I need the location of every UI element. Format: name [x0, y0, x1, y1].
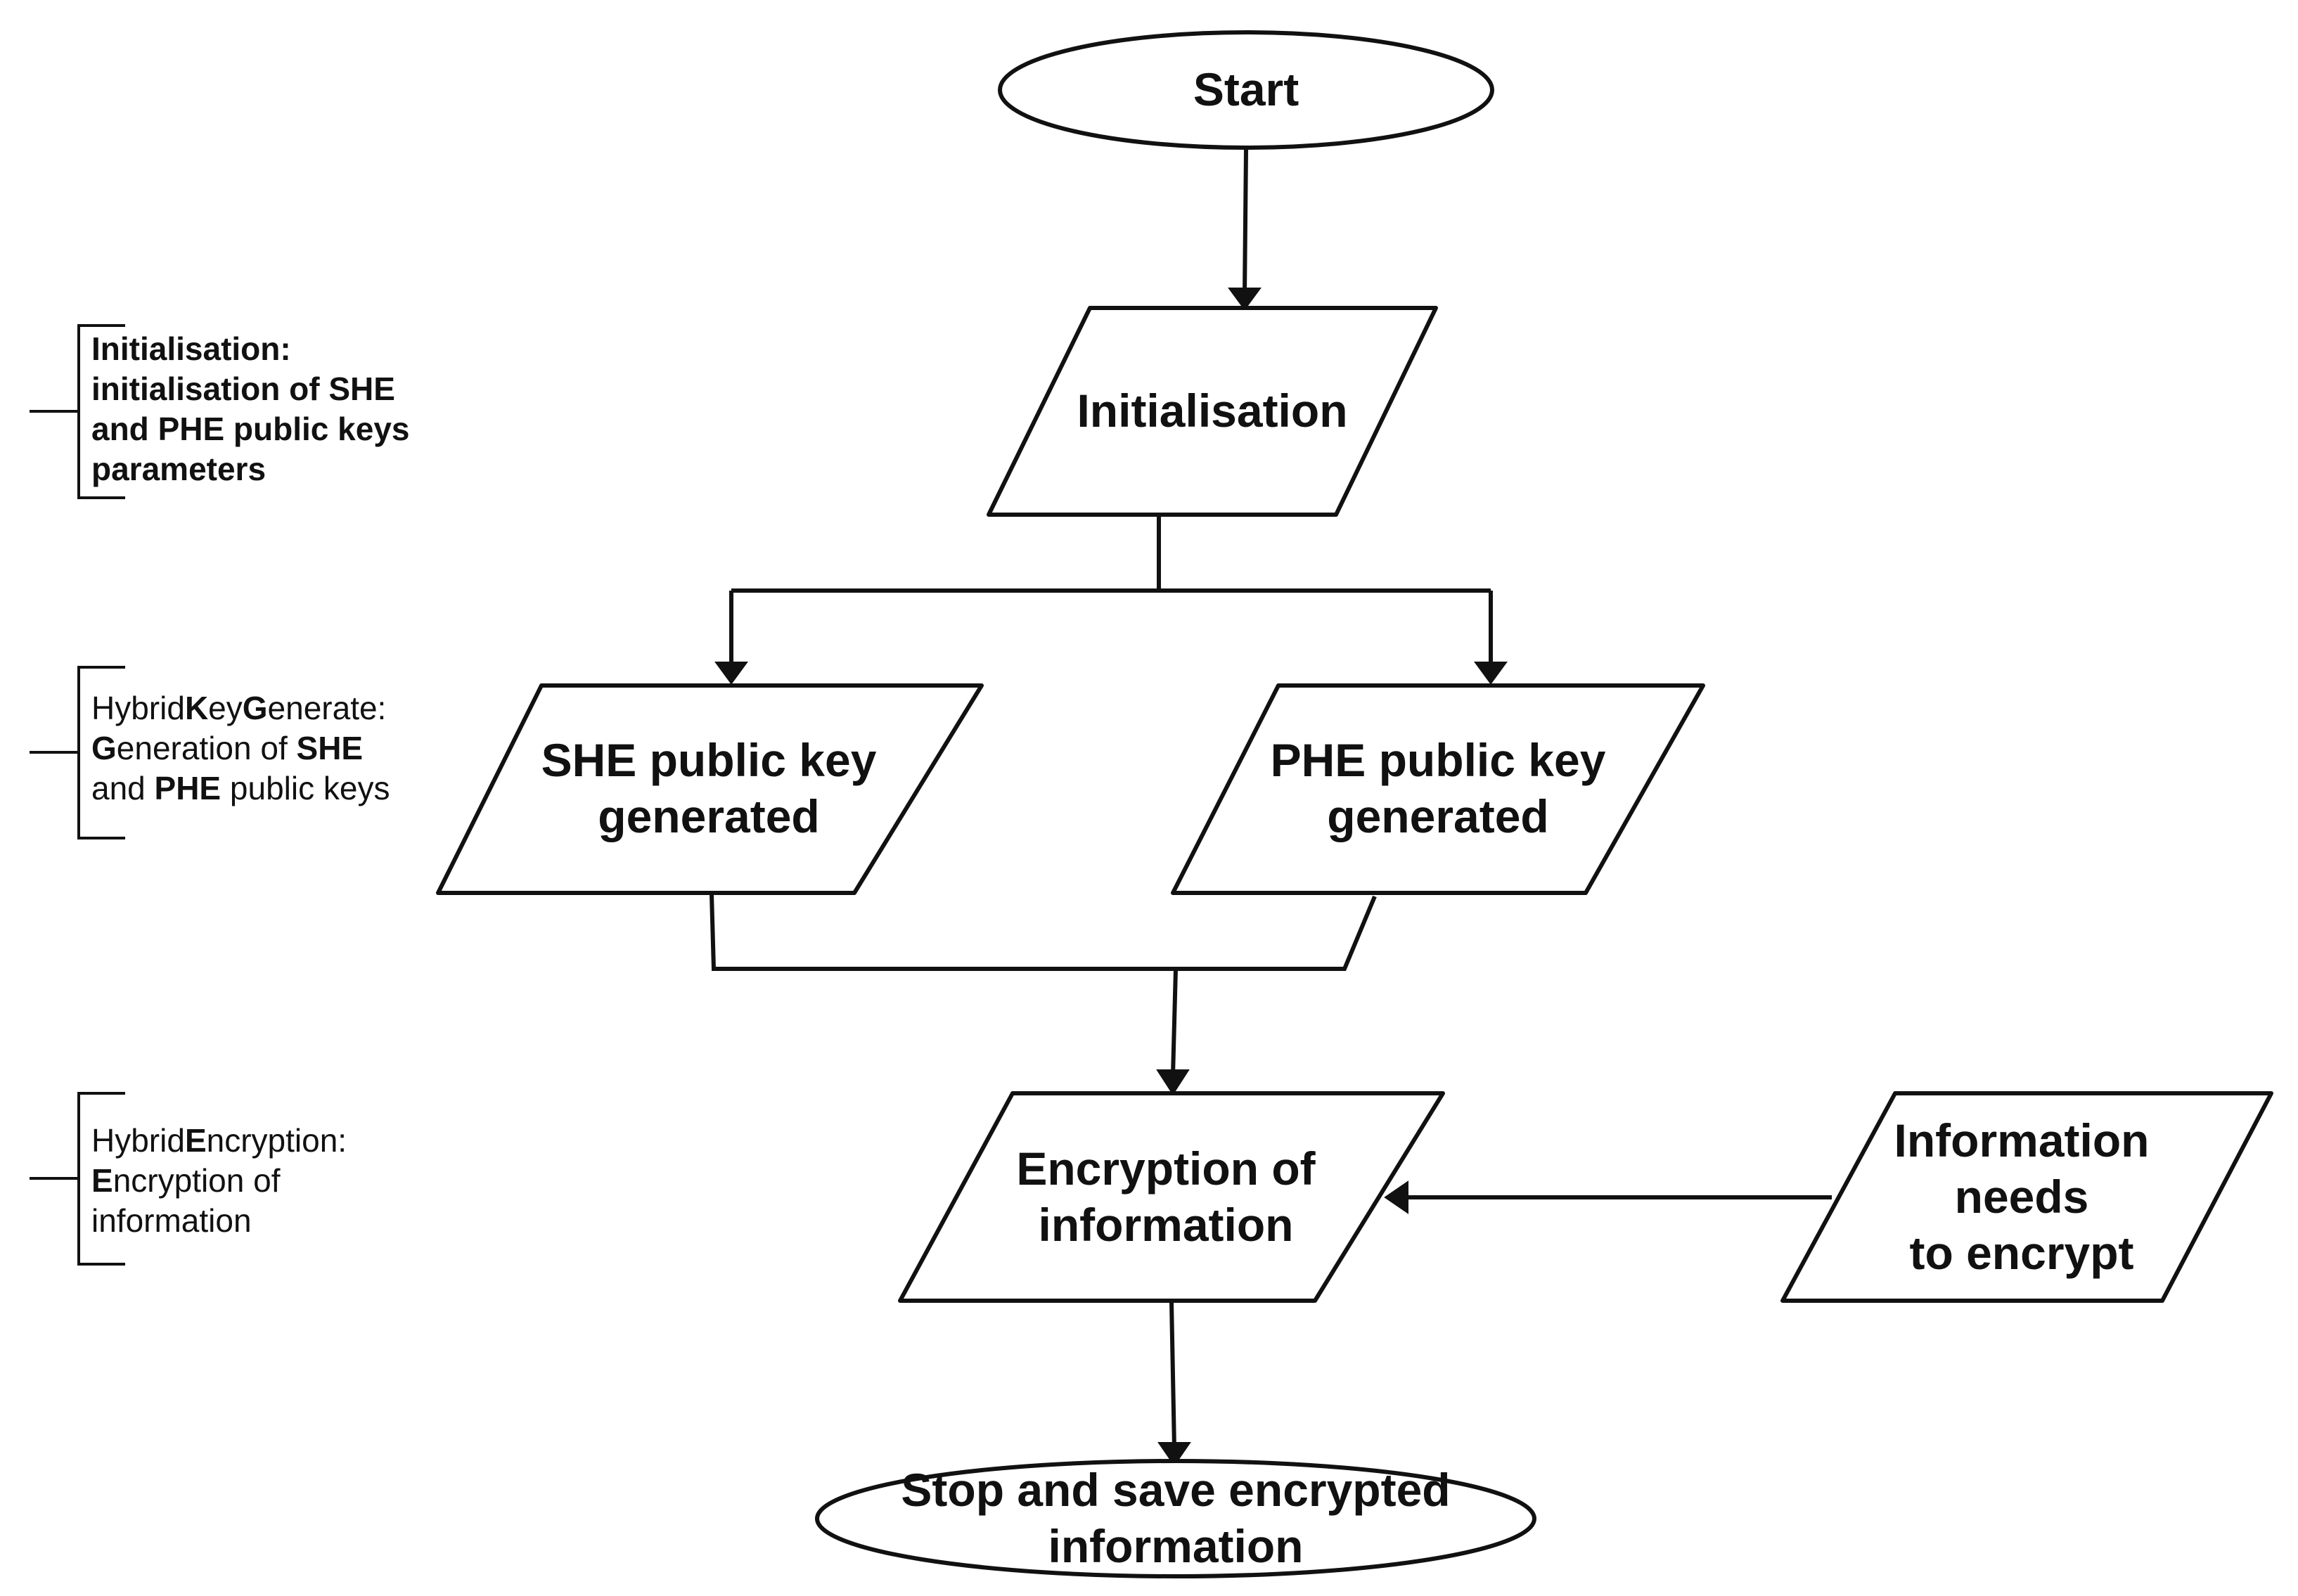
- note-line-segment: PHE: [158, 411, 225, 447]
- note-line-segment: G: [243, 690, 268, 726]
- node-label-line: generated: [1327, 790, 1548, 842]
- she-key-parallelogram: [436, 683, 984, 895]
- note-line-segment: ncryption:: [207, 1122, 347, 1159]
- stop-terminator: [815, 1459, 1536, 1578]
- note-line-segment: and: [91, 411, 158, 447]
- arrowhead: [714, 662, 748, 685]
- encryption-parallelogram: [898, 1091, 1445, 1303]
- note-bracket: [30, 1092, 125, 1266]
- edge-initialisation-split: [729, 516, 1493, 668]
- node-label-line: Start: [1193, 63, 1299, 115]
- node-start: Start: [998, 30, 1494, 150]
- note-line-segment: E: [185, 1122, 207, 1159]
- initialisation-label: Initialisation: [1077, 385, 1347, 437]
- node-label-line: information: [1039, 1199, 1294, 1251]
- note-line-segment: information: [91, 1202, 252, 1239]
- node-label-line: information: [1048, 1520, 1304, 1572]
- note-line-segment: public keys: [221, 770, 390, 806]
- phe-key-parallelogram: [1171, 683, 1705, 895]
- arrowhead: [1474, 662, 1508, 685]
- note-line-segment: ncryption of: [113, 1162, 281, 1199]
- node-initialisation: Initialisation: [987, 306, 1438, 517]
- note-line-segment: SHE: [328, 371, 395, 407]
- node-label-line: PHE public key: [1271, 734, 1606, 786]
- arrowhead: [1228, 288, 1262, 311]
- edge-keys-merge-to-encryption: [710, 894, 1377, 1076]
- note-line-segment: SHE: [297, 730, 364, 766]
- edges: [710, 149, 1832, 1467]
- note-line-segment: enerate:: [268, 690, 387, 726]
- note-line-segment: Hybrid: [91, 1122, 185, 1159]
- note-line-segment: K: [185, 690, 208, 726]
- node-label-line: to encrypt: [1909, 1227, 2133, 1279]
- initialisation-parallelogram: [987, 306, 1438, 517]
- note-line-segment: parameters: [91, 451, 266, 487]
- start-label: Start: [1193, 63, 1299, 115]
- node-label-line: Encryption of: [1016, 1143, 1316, 1195]
- note-line-segment: and: [91, 770, 155, 806]
- note-bracket: [30, 666, 125, 839]
- note-bracket: [30, 324, 125, 499]
- note-line-segment: Initialisation:: [91, 330, 291, 367]
- node-label-line: generated: [598, 790, 819, 842]
- note-line-segment: public keys: [224, 411, 409, 447]
- start-terminator: [998, 30, 1494, 150]
- node-label-line: SHE public key: [541, 734, 877, 786]
- note-line-segment: Hybrid: [91, 690, 185, 726]
- arrowhead: [1157, 1442, 1191, 1467]
- note-line-segment: eneration of: [117, 730, 297, 766]
- arrowhead: [1156, 1069, 1190, 1095]
- node-label-line: Initialisation: [1077, 385, 1347, 437]
- edge-start-to-initialisation: [1243, 149, 1248, 296]
- node-label-line: Stop and save encrypted: [901, 1464, 1450, 1516]
- node-label-line: Information: [1894, 1114, 2150, 1166]
- note-line-segment: G: [91, 730, 117, 766]
- note-line-segment: initialisation of: [91, 371, 328, 407]
- edge-encryption-to-stop: [1169, 1301, 1176, 1449]
- node-label-line: needs: [1955, 1171, 2089, 1223]
- info-input-parallelogram: [1780, 1091, 2273, 1303]
- arrowhead: [1384, 1180, 1408, 1214]
- note-line-segment: ey: [208, 690, 243, 726]
- note-line-segment: E: [91, 1162, 113, 1199]
- note-line-segment: PHE: [155, 770, 222, 806]
